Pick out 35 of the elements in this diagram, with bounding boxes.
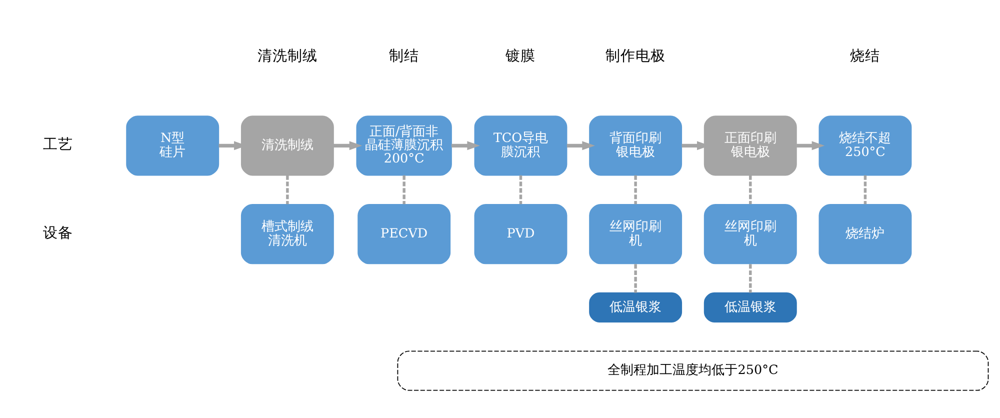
label: 镀膜 (506, 48, 536, 65)
label: 制结 (389, 48, 420, 65)
node-box: 正面/背面非晶硅薄膜沉积200°C (356, 116, 452, 176)
node-box: 清洗制绒 (240, 116, 334, 176)
node-box: 低温银浆 (589, 292, 682, 322)
node-box: N型硅片 (126, 116, 220, 176)
node-box: 背面印刷银电极 (589, 116, 682, 176)
node-box: 槽式制绒清洗机 (240, 204, 334, 264)
node-box: PVD (474, 204, 568, 264)
connector (749, 264, 752, 293)
label: 烧结 (850, 48, 880, 65)
label: 清洗制绒 (257, 48, 318, 65)
arrow (451, 141, 480, 150)
node-box: PECVD (358, 204, 451, 264)
connector (402, 175, 406, 204)
connector (519, 175, 522, 204)
connector (634, 175, 637, 204)
node-box: 烧结不超250°C (818, 116, 912, 176)
arrow (333, 141, 362, 150)
node-box: 低温银浆 (704, 292, 797, 322)
node-box: 丝网印刷机 (589, 204, 682, 264)
node-box: 正面印刷银电极 (704, 116, 797, 176)
node-box: TCO导电膜沉积 (474, 116, 568, 176)
label: 工艺 (42, 136, 73, 154)
arrow (796, 141, 825, 150)
node-box: 丝网印刷机 (704, 204, 797, 264)
connector (749, 175, 752, 204)
connector (864, 175, 867, 204)
node-box: 烧结炉 (818, 204, 912, 264)
connector (286, 175, 289, 204)
label: 设备 (42, 224, 73, 242)
node-box: 全制程加工温度均低于250°C (397, 350, 989, 391)
arrow (566, 141, 595, 150)
connector (634, 264, 637, 293)
label: 制作电极 (606, 48, 666, 65)
